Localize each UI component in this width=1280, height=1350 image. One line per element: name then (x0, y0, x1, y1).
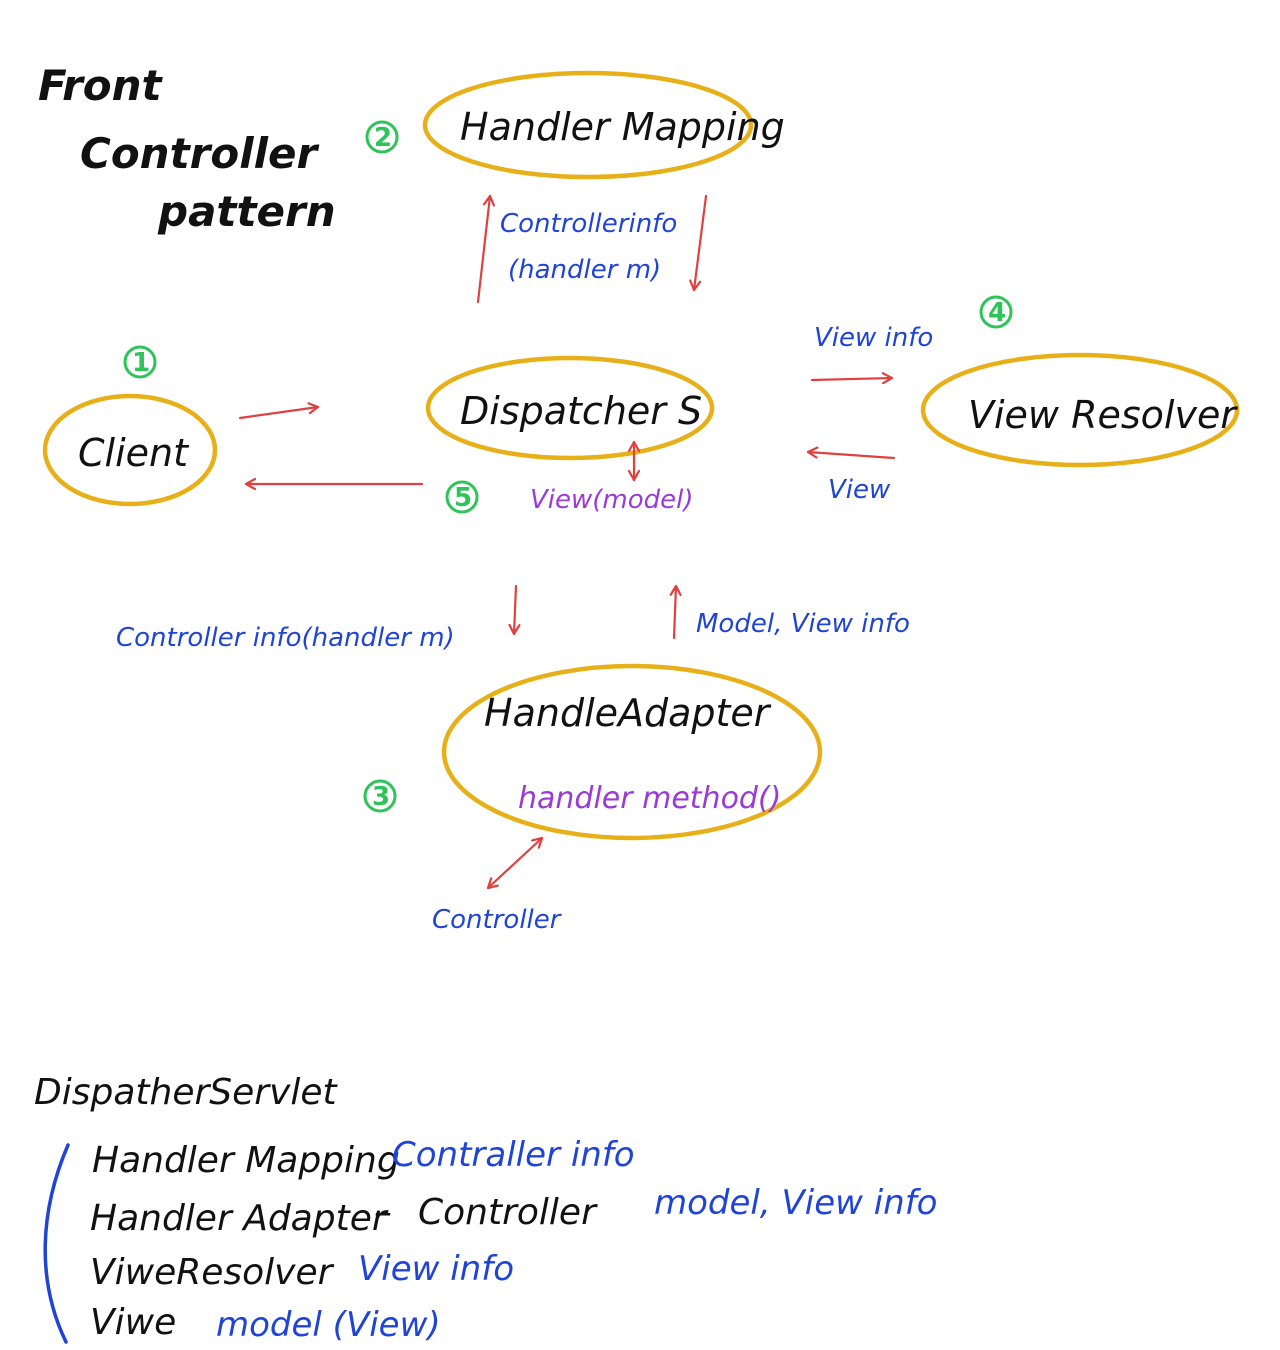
view-info-label: View info (814, 323, 933, 353)
arrow-adapter-controller (486, 836, 544, 890)
legend-row-2-dash: – (374, 1192, 392, 1233)
client-label: Client (78, 431, 190, 475)
arrow-to-view-resolver (810, 378, 894, 380)
legend-row-1-name: Handler Mapping (92, 1140, 400, 1181)
title-line-3: pattern (157, 187, 336, 236)
adapter-response-label: Model, View info (696, 609, 910, 639)
legend-row-1-note: Contraller info (392, 1135, 635, 1175)
edge-labels: Controllerinfo (handler m) View info Vie… (116, 209, 933, 935)
title-line-2: Controller (80, 129, 320, 178)
page-title: Front Controller pattern (38, 61, 336, 236)
node-dispatcher: Dispatcher S (425, 355, 715, 461)
badge-client: 1 (123, 345, 157, 379)
arrow-from-view-resolver (806, 452, 896, 460)
mapping-info-line-1: Controllerinfo (500, 209, 677, 239)
view-model-label: View(model) (530, 485, 694, 515)
dispatcher-ellipse (425, 355, 715, 461)
arrow-client-to-dispatcher (238, 407, 320, 420)
legend-row-4-name: Viwe (90, 1302, 176, 1343)
badge-view-resolver: 4 (979, 295, 1013, 329)
badge-handle-adapter: 3 (363, 779, 397, 813)
handle-adapter-label: HandleAdapter (484, 691, 772, 735)
legend-row-4-note: model (View) (216, 1305, 441, 1345)
handler-mapping-label: Handler Mapping (460, 105, 785, 149)
handler-mapping-ellipse (422, 70, 754, 180)
client-ellipse (42, 393, 218, 507)
arrow-to-handler-mapping (476, 194, 490, 304)
handle-adapter-ellipse (441, 663, 823, 841)
badge-handle-adapter-text: 3 (372, 782, 390, 812)
legend-row-2-note: model, View info (654, 1183, 938, 1223)
view-resolver-ellipse (920, 352, 1240, 468)
arrow-from-handler-mapping (694, 194, 708, 292)
legend-row-3-name: ViweResolver (90, 1252, 335, 1293)
title-line-1: Front (38, 61, 164, 110)
arrow-from-handle-adapter (674, 584, 676, 640)
dispatcher-label: Dispatcher S (460, 389, 702, 433)
controller-label: Controller (432, 905, 563, 935)
badge-handler-mapping: 2 (365, 120, 399, 154)
legend-title: DispatherServlet (34, 1072, 339, 1113)
view-label: View (828, 475, 891, 505)
legend-row-2-middle: Controller (418, 1192, 598, 1233)
badge-response-text: 5 (454, 483, 472, 513)
arrow-to-handle-adapter (514, 584, 516, 636)
node-view-resolver: View Resolver (920, 352, 1240, 468)
legend: DispatherServlet Handler Mapping Contral… (34, 1072, 938, 1345)
badge-client-text: 1 (132, 348, 150, 378)
badge-view-resolver-text: 4 (988, 298, 1006, 328)
legend-row-2-name: Handler Adapter (90, 1198, 389, 1239)
handler-method-label: handler method() (518, 781, 781, 816)
legend-bracket (43, 1143, 70, 1344)
node-handle-adapter: HandleAdapter handler method() (441, 663, 823, 841)
adapter-request-label: Controller info(handler m) (116, 623, 455, 653)
mapping-info-line-2: (handler m) (508, 255, 661, 285)
legend-row-3-note: View info (358, 1249, 514, 1289)
badge-handler-mapping-text: 2 (374, 123, 392, 153)
edges (238, 194, 896, 890)
badge-response: 5 (445, 480, 479, 514)
node-client: Client (42, 393, 218, 507)
node-handler-mapping: Handler Mapping (422, 70, 785, 180)
view-resolver-label: View Resolver (968, 393, 1238, 437)
